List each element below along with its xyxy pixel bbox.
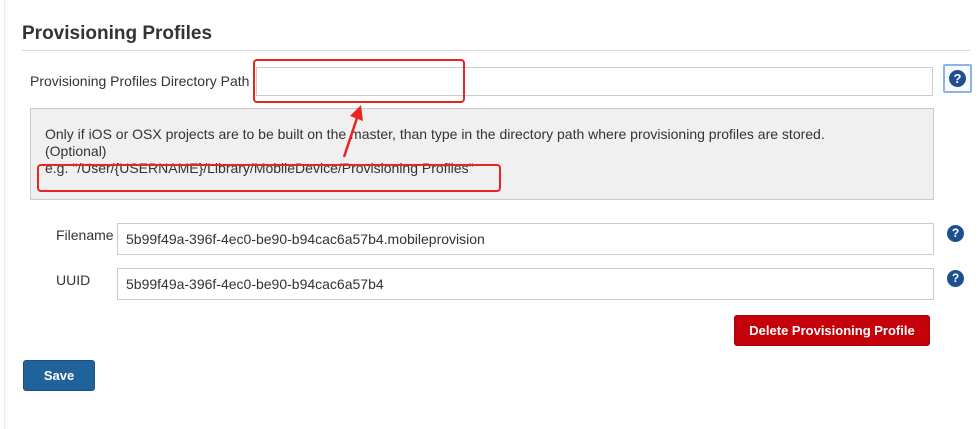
help-text-description: Only if iOS or OSX projects are to be bu…: [45, 126, 825, 142]
annotation-highlight-input: [253, 59, 465, 103]
directory-help-panel: Only if iOS or OSX projects are to be bu…: [30, 108, 934, 200]
annotation-highlight-example: [37, 164, 501, 192]
delete-provisioning-profile-button[interactable]: Delete Provisioning Profile: [734, 315, 930, 346]
filename-label: Filename: [56, 227, 114, 243]
section-title: Provisioning Profiles: [22, 23, 213, 44]
section-divider: [22, 50, 970, 51]
uuid-label: UUID: [56, 272, 91, 288]
uuid-input[interactable]: [117, 268, 934, 300]
help-icon: ?: [949, 70, 966, 87]
filename-help-icon[interactable]: ?: [947, 225, 964, 242]
filename-input[interactable]: [117, 223, 934, 255]
help-text-optional: (Optional): [45, 143, 107, 159]
uuid-help-icon[interactable]: ?: [947, 270, 964, 287]
directory-help-button[interactable]: ?: [943, 64, 972, 93]
directory-path-input[interactable]: [256, 67, 933, 96]
save-button[interactable]: Save: [23, 360, 95, 391]
page-left-border: [4, 0, 5, 429]
directory-path-label: Provisioning Profiles Directory Path: [30, 73, 250, 89]
